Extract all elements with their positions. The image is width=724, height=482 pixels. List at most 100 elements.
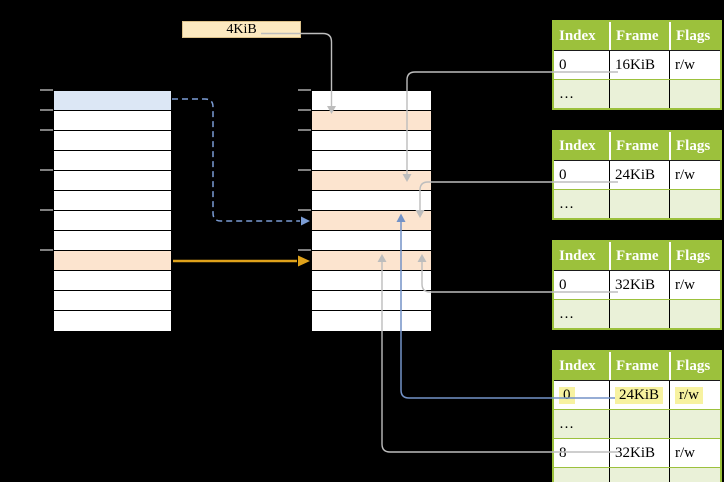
memory-cell	[312, 91, 431, 111]
page-table-cell-value: r/w	[675, 276, 695, 293]
address-tick	[298, 209, 311, 211]
memory-cell	[54, 131, 171, 151]
address-tick	[40, 169, 53, 171]
page-table-cell: 32KiB	[609, 439, 669, 467]
page-table-header-cell: Index	[559, 27, 596, 44]
page-table-header-cell: Flags	[669, 352, 720, 380]
page-table-row: 0 16KiB r/w	[554, 50, 720, 79]
page-table-cell-value: …	[559, 473, 574, 482]
page-table-cell-value: r/w	[675, 386, 703, 404]
page-table-cell	[669, 80, 720, 108]
page-table-header-cell: Flags	[669, 22, 720, 50]
page-size-label-box: 4KiB	[182, 21, 301, 38]
memory-cell	[54, 291, 171, 311]
page-table-cell: 32KiB	[609, 271, 669, 299]
memory-cell	[54, 251, 171, 271]
memory-cell	[54, 171, 171, 191]
page-table-cell	[609, 190, 669, 218]
page-table-row: …	[554, 409, 720, 438]
memory-cell	[312, 191, 431, 211]
page-table-header-cell: Index	[559, 137, 596, 154]
memory-cell	[312, 211, 431, 231]
address-tick	[298, 129, 311, 131]
page-table-cell	[669, 410, 720, 438]
page-table-cell-value: …	[559, 85, 574, 102]
page-table-cell	[609, 468, 669, 482]
page-table-cell: 24KiB	[609, 381, 669, 409]
arrow-virtual0-to-physical6	[172, 98, 310, 226]
page-table-header-cell: Index	[559, 247, 596, 264]
page-table-cell-value: 8	[559, 444, 567, 461]
page-table-cell	[669, 300, 720, 328]
address-tick	[298, 169, 311, 171]
page-table-cell: r/w	[669, 271, 720, 299]
page-table-header-cell: Flags	[669, 132, 720, 160]
memory-cell	[312, 171, 431, 191]
address-tick	[40, 209, 53, 211]
memory-cell	[312, 251, 431, 271]
page-table-row: 8 32KiB r/w	[554, 438, 720, 467]
page-table-cell	[609, 300, 669, 328]
page-table-cell: r/w	[669, 381, 720, 409]
page-table-header-cell: Index	[559, 357, 596, 374]
memory-cell	[312, 131, 431, 151]
memory-cell	[312, 271, 431, 291]
page-table-cell: …	[554, 468, 609, 482]
page-table-cell-value: …	[559, 195, 574, 212]
address-tick	[40, 109, 53, 111]
page-table-cell: …	[554, 190, 609, 218]
page-table-header-cell: Flags	[669, 242, 720, 270]
memory-cell	[54, 91, 171, 111]
memory-cell	[312, 151, 431, 171]
page-table-cell: 0	[554, 381, 609, 409]
memory-cell	[312, 311, 431, 331]
arrow-virtual8-to-physical8	[173, 255, 310, 267]
page-table-row: …	[554, 467, 720, 482]
page-table-cell-value: 16KiB	[615, 56, 656, 73]
page-table-row: …	[554, 79, 720, 108]
page-table-cell: 0	[554, 161, 609, 189]
page-size-label: 4KiB	[226, 21, 257, 37]
memory-cell	[312, 291, 431, 311]
memory-cell	[54, 311, 171, 331]
page-table-cell: 8	[554, 439, 609, 467]
page-table-cell-value: r/w	[675, 166, 695, 183]
page-table-cell-value: 24KiB	[615, 166, 656, 183]
address-tick	[298, 249, 311, 251]
page-table-cell	[609, 410, 669, 438]
address-tick	[40, 89, 53, 91]
page-table-cell-value: r/w	[675, 444, 695, 461]
page-table-cell: r/w	[669, 161, 720, 189]
memory-cell	[54, 151, 171, 171]
memory-cell	[54, 111, 171, 131]
memory-cell	[54, 211, 171, 231]
address-tick	[40, 129, 53, 131]
page-table-cell: 0	[554, 51, 609, 79]
page-table-cell-value: r/w	[675, 56, 695, 73]
page-table-cell	[669, 468, 720, 482]
page-table-cell	[669, 190, 720, 218]
memory-cell	[312, 111, 431, 131]
page-table-cell: …	[554, 80, 609, 108]
memory-cell	[54, 191, 171, 211]
page-table-cell-value: 32KiB	[615, 276, 656, 293]
address-tick	[298, 109, 311, 111]
page-table-cell-value: 0	[559, 276, 567, 293]
page-table-header-cell: Frame	[609, 242, 669, 270]
virtual-memory-column	[53, 90, 172, 331]
page-table-cell-value: …	[559, 415, 574, 432]
address-tick	[298, 89, 311, 91]
page-table-row: …	[554, 189, 720, 218]
page-table-cell: r/w	[669, 439, 720, 467]
page-table-cell-value: 0	[559, 56, 567, 73]
memory-cell	[312, 231, 431, 251]
physical-memory-column	[311, 90, 432, 331]
page-table-cell-value: 0	[559, 386, 575, 404]
